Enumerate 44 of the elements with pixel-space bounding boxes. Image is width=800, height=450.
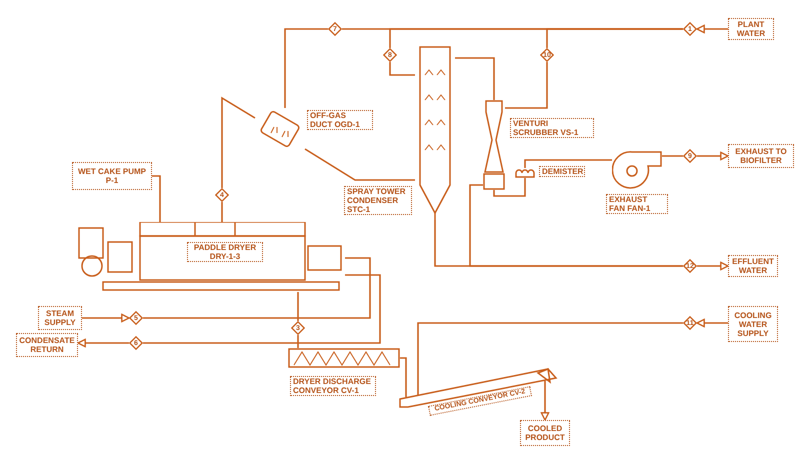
process-line (546, 28, 683, 48)
demister-drawing (515, 168, 535, 178)
process-line (221, 96, 256, 188)
stream-label: COOLING WATER SUPPLY (728, 306, 778, 342)
process-line (505, 62, 548, 109)
flow-arrow (696, 318, 728, 328)
flow-arrow (697, 262, 729, 270)
process-line (455, 57, 495, 100)
process-line (493, 178, 526, 197)
process-line (221, 202, 223, 222)
flow-arrow (696, 24, 728, 34)
venturi-scrubber-drawing (483, 100, 505, 190)
process-line (143, 274, 381, 344)
process-line (417, 322, 683, 395)
equipment-label: VENTURI SCRUBBER VS-1 (510, 118, 594, 138)
process-line (152, 175, 161, 222)
equipment-label: PADDLE DRYER DRY-1-3 (187, 242, 263, 262)
process-line (304, 148, 415, 181)
process-line (297, 292, 299, 321)
process-line (297, 335, 299, 348)
process-line (662, 155, 683, 157)
process-line (524, 159, 612, 168)
process-line (389, 62, 415, 76)
equipment-label: DEMISTER (539, 166, 585, 177)
stream-label: EXHAUST TO BIOFILTER (728, 144, 794, 168)
process-line (284, 28, 328, 108)
equipment-label: SPRAY TOWER CONDENSER STC-1 (344, 186, 412, 215)
flow-arrow (82, 314, 130, 322)
process-line (143, 257, 371, 319)
stream-label: CONDENSATE RETURN (16, 333, 78, 357)
process-line (400, 357, 407, 397)
flow-arrow (697, 152, 729, 160)
flow-arrow (77, 338, 129, 348)
equipment-label: OFF-GAS DUCT OGD-1 (307, 110, 373, 130)
stream-label: STEAM SUPPLY (38, 306, 82, 330)
screw-conveyor-drawing (288, 348, 400, 368)
stream-label: EFFLUENT WATER (728, 255, 778, 277)
process-line (469, 184, 683, 267)
equipment-label: DRYER DISCHARGE CONVEYOR CV-1 (290, 376, 376, 396)
equipment-label: EXHAUST FAN FAN-1 (606, 194, 668, 214)
flow-arrow (540, 381, 550, 421)
stream-label: COOLED PRODUCT (520, 420, 570, 446)
stream-label: WET CAKE PUMP P-1 (72, 162, 152, 190)
stream-label: PLANT WATER (728, 18, 774, 40)
